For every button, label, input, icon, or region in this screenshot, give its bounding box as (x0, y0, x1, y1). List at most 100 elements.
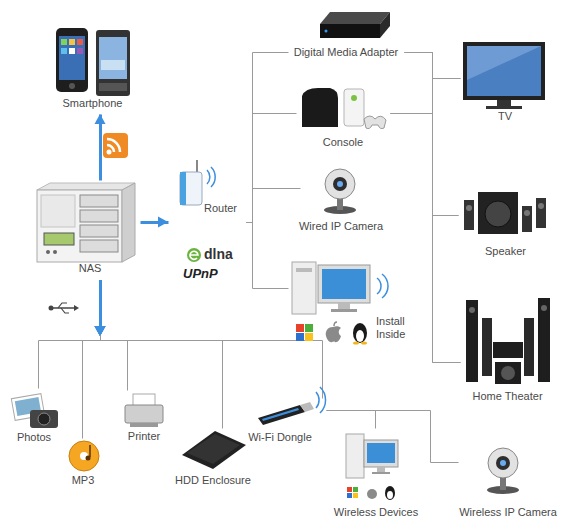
device-node: Printer (118, 390, 170, 442)
connector-line (39, 281, 101, 389)
windows-logo (353, 493, 358, 498)
phone-body (96, 30, 130, 96)
linux-logo (361, 341, 367, 344)
music-note (86, 456, 91, 461)
camera-lens (337, 181, 343, 187)
arrow-head (95, 326, 106, 336)
tower-speaker (524, 318, 534, 376)
game-console (344, 89, 364, 126)
media-adapter-top (320, 12, 390, 24)
drive-slot (296, 268, 312, 272)
device-label: NAS (40, 262, 140, 275)
wifi-dongle (258, 405, 305, 425)
trunk-line (99, 280, 102, 332)
device-node: Wi-Fi Dongle (240, 398, 326, 444)
monitor (364, 440, 398, 467)
rss-dot (107, 150, 112, 155)
router-antenna (196, 160, 198, 172)
webcam (488, 448, 518, 478)
router-body (180, 172, 202, 205)
rss-arc (107, 145, 114, 152)
windows-logo (305, 324, 313, 332)
satellite-speaker (522, 206, 532, 232)
linux-logo (356, 330, 364, 342)
hdd-enclosure (182, 431, 246, 469)
usb-symbol (74, 305, 79, 311)
device-label: Wireless IP Camera (453, 506, 563, 519)
device-node: TV (460, 38, 550, 128)
app-icon (69, 39, 75, 45)
subwoofer (478, 192, 518, 234)
monitor-base (372, 472, 390, 474)
device-node: Router (168, 160, 246, 228)
connector-line (391, 79, 461, 114)
connector (327, 411, 376, 429)
device-node: NAS (40, 180, 140, 280)
arrow-head (95, 326, 106, 336)
app-icon (61, 48, 67, 54)
windows-logo (353, 487, 358, 492)
camera-lens (333, 177, 347, 191)
center-speaker (493, 342, 523, 358)
phone-body (56, 28, 88, 92)
connector (39, 280, 106, 389)
connector-line (247, 114, 297, 223)
linux-logo (353, 323, 367, 343)
media-adapter-front (320, 24, 380, 38)
satellite-speaker (464, 200, 474, 230)
device-node: Install Inside (288, 255, 420, 350)
printer-body (125, 405, 163, 423)
router-stripe (180, 172, 186, 205)
device-label: Install Inside (376, 315, 418, 341)
device-label: Speaker (458, 245, 553, 258)
nas-lcd (44, 233, 74, 245)
logo-text: dlna (204, 246, 233, 262)
monitor-screen (367, 443, 395, 463)
trunk-line (99, 280, 102, 332)
wifi-wave (207, 170, 210, 184)
tv-frame (463, 42, 545, 100)
monitor (318, 265, 370, 303)
arrow-head (95, 326, 106, 336)
tower-speaker (466, 300, 478, 382)
camera-lens (38, 413, 50, 425)
arrow-head (158, 217, 168, 228)
usb-symbol (58, 303, 67, 308)
woofer-cone (485, 201, 511, 227)
home-button (69, 83, 75, 89)
apple-logo (367, 489, 377, 499)
windows-logo (296, 333, 304, 341)
nas-top (37, 183, 135, 190)
connector (247, 223, 289, 289)
monitor-stand (377, 467, 385, 472)
connector-line (83, 281, 101, 439)
tweeter (541, 305, 547, 311)
device-label: Printer (114, 430, 174, 443)
wifi-wave (377, 278, 381, 294)
device-node: Photos (8, 388, 60, 444)
nas-button (46, 250, 50, 254)
apple-logo (334, 322, 337, 326)
tower-speaker (482, 318, 492, 376)
media-adapter-side (380, 12, 390, 38)
nas-panel (41, 195, 75, 227)
status-led (325, 30, 328, 33)
usb-symbol (52, 307, 74, 309)
connector-line (101, 281, 128, 391)
camera-body (30, 410, 58, 428)
camera-lens (496, 456, 510, 470)
device-node: Digital Media Adapter (288, 8, 404, 60)
device-label: HDD Enclosure (163, 474, 263, 487)
tweeter (466, 205, 472, 211)
tv-glare (467, 46, 541, 80)
phone-screen (59, 36, 85, 80)
device-label: Photos (4, 431, 64, 444)
tv-base (486, 106, 522, 109)
device-node: MP3 (62, 438, 104, 488)
wifi-wave (320, 387, 326, 413)
apple-logo (326, 326, 341, 342)
satellite-speaker (536, 198, 546, 228)
trunk-line (99, 280, 102, 332)
device-node: Wireless Devices (330, 428, 422, 520)
